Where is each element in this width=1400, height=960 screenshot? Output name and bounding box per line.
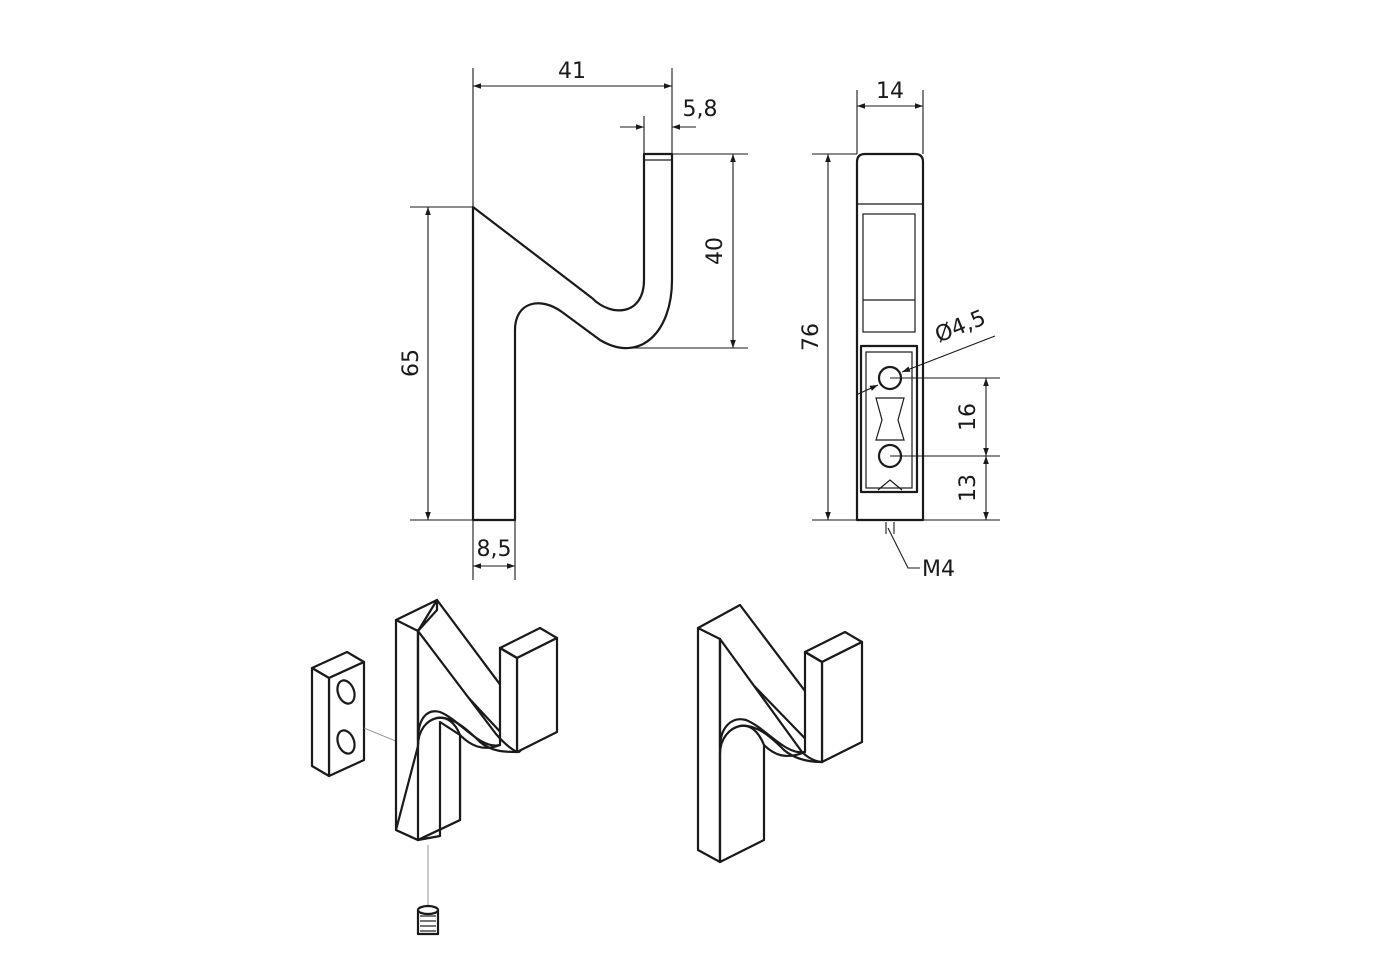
dim-hook-depth: 40 xyxy=(625,153,748,349)
dim-hole-diameter: Ø4,5 xyxy=(855,306,996,396)
dim-tip-thickness-label: 5,8 xyxy=(683,97,718,122)
mounting-bracket xyxy=(310,650,399,778)
dim-side-height: 76 xyxy=(799,153,857,521)
thread-label: M4 xyxy=(922,557,955,582)
dim-hook-width: 41 xyxy=(472,59,673,207)
dim-hole-spacing-label: 16 xyxy=(956,403,981,431)
dim-hole-offset-label: 13 xyxy=(956,474,981,502)
hook-profile xyxy=(471,152,674,522)
front-view xyxy=(471,152,674,522)
set-screw xyxy=(416,845,440,936)
mounting-plate xyxy=(859,344,919,494)
iso-view-plain xyxy=(696,603,864,864)
iso-view-with-bracket xyxy=(310,598,559,936)
dim-hook-depth-label: 40 xyxy=(703,237,728,265)
side-view xyxy=(855,152,925,522)
dim-leg-thickness: 8,5 xyxy=(472,520,516,580)
dim-side-width-label: 14 xyxy=(876,79,904,104)
dim-total-height: 65 xyxy=(399,206,473,521)
dim-total-height-label: 65 xyxy=(399,349,424,377)
dim-leg-thickness-label: 8,5 xyxy=(477,537,512,562)
dim-hook-width-label: 41 xyxy=(558,59,586,84)
dim-side-height-label: 76 xyxy=(799,323,824,351)
side-body xyxy=(855,152,925,522)
dim-tip-thickness: 5,8 xyxy=(620,97,718,154)
thread-callout: M4 xyxy=(885,522,955,582)
dim-side-width: 14 xyxy=(856,79,924,154)
dim-hole-spacing: 16 13 xyxy=(890,377,1000,521)
